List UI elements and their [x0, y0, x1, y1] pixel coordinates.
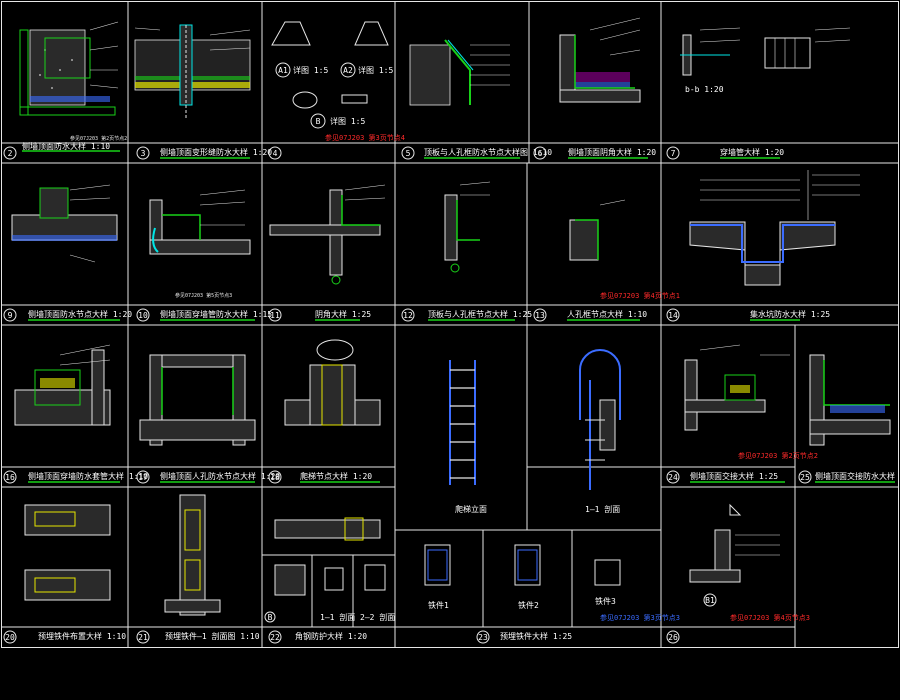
detail-4-reference: 参见07J203 第3页节点4	[325, 133, 405, 142]
detail-13[interactable]: 参见07J203 第4页节点1 13 人孔框节点大样 1:10	[533, 199, 680, 322]
detail-21[interactable]: 21 预埋铁件—1 剖面图 1:10	[136, 494, 260, 644]
detail-9-number: 9	[8, 311, 13, 320]
detail-22-number: 22	[270, 633, 280, 642]
detail-26-number: 26	[668, 633, 678, 642]
detail-18-number: 18	[270, 473, 280, 482]
detail-18[interactable]: 18 爬梯节点大样 1:20	[268, 339, 381, 484]
detail-4[interactable]: A1 详图 1:5 A2 详图 1:5 B 详图 1:5 参见07J203 第3…	[268, 21, 405, 160]
ladder-elevation-title: 爬梯立面	[455, 504, 487, 514]
detail-23[interactable]: 铁件1 铁件2 铁件3 参见07J203 第3页节点3 23 预埋铁件大样 1:…	[424, 544, 680, 644]
detail-9-title: 侧墙顶面防水节点大样 1:20	[28, 309, 132, 319]
detail-7-number: 7	[671, 149, 676, 158]
detail-11[interactable]: 11 阴角大样 1:25	[268, 184, 386, 322]
detail-4-number: 4	[273, 149, 278, 158]
detail-4-a2-scale: 详图 1:5	[358, 65, 393, 75]
detail-14-number: 14	[668, 311, 678, 320]
detail-25-number: 25	[800, 473, 810, 482]
detail-22-title: 角钢防护大样 1:20	[295, 631, 367, 641]
detail-7-title: 穿墙管大样 1:20	[720, 147, 784, 157]
detail-7[interactable]: b-b 1:20 7 穿墙管大样 1:20	[666, 27, 851, 160]
detail-13-reference: 参见07J203 第4页节点1	[600, 291, 680, 300]
ladder-elevation[interactable]: 爬梯立面	[449, 360, 487, 514]
detail-5-number: 5	[406, 149, 411, 158]
detail-10-reference: 参见07J203 第5页节点3	[175, 292, 232, 299]
detail-18-title: 爬梯节点大样 1:20	[300, 471, 372, 481]
detail-21-title: 预埋铁件—1 剖面图 1:10	[165, 631, 260, 641]
sheet-frame	[1, 1, 899, 648]
detail-4-a2: A2	[343, 66, 353, 75]
detail-20-title: 预埋铁件布置大样 1:10	[38, 631, 126, 641]
detail-25-title: 侧墙顶面交接防水大样 1:10	[815, 471, 900, 481]
detail-3-number: 3	[141, 149, 146, 158]
detail-7-section: b-b 1:20	[685, 85, 724, 94]
detail-22-section-2-2: 2—2 剖面	[360, 612, 395, 622]
detail-22-section-1-1: 1—1 剖面	[320, 612, 355, 622]
detail-14-title: 集水坑防水大样 1:25	[750, 309, 830, 319]
detail-9[interactable]: 9 侧墙顶面防水节点大样 1:20	[3, 184, 132, 322]
detail-23-part-1: 铁件1	[428, 600, 449, 610]
detail-24-number: 24	[668, 473, 678, 482]
detail-13-number: 13	[535, 311, 545, 320]
detail-23-number: 23	[478, 633, 488, 642]
detail-20-number: 20	[5, 633, 15, 642]
detail-16-title: 侧墙顶面穿墙防水套管大样 1:10	[28, 471, 148, 481]
drawing-viewport[interactable]: 2 侧墙顶面防水大样 1:10 参见07J203 第2页节点2 3 侧墙顶面变形…	[0, 0, 900, 650]
detail-4-b: B	[316, 117, 321, 126]
detail-14[interactable]: 14 集水坑防水大样 1:25	[666, 170, 860, 322]
detail-2[interactable]: 2 侧墙顶面防水大样 1:10 参见07J203 第2页节点2	[3, 21, 127, 160]
detail-2-reference: 参见07J203 第2页节点2	[70, 135, 127, 142]
detail-10[interactable]: 参见07J203 第5页节点3 10 侧墙顶面穿墙管防水大样 1:15	[136, 189, 272, 322]
detail-3[interactable]: 3 侧墙顶面变形缝防水大样 1:20	[134, 24, 272, 160]
detail-2-number: 2	[8, 149, 13, 158]
detail-16[interactable]: 16 侧墙顶面穿墙防水套管大样 1:10	[3, 344, 148, 484]
detail-12-title: 顶板与人孔框节点大样 1:25	[428, 309, 532, 319]
detail-6-number: 6	[538, 149, 543, 158]
detail-21-number: 21	[138, 633, 148, 642]
ladder-section[interactable]: 1—1 剖面	[579, 349, 621, 514]
detail-17-title: 侧墙顶面人孔防水节点大样 1:20	[160, 471, 280, 481]
detail-24[interactable]: 参见07J203 第2页节点2 24 侧墙顶面交接大样 1:25	[666, 344, 818, 484]
detail-20[interactable]: 20 预埋铁件布置大样 1:10	[3, 504, 126, 644]
cad-drawing-sheet[interactable]: 2 侧墙顶面防水大样 1:10 参见07J203 第2页节点2 3 侧墙顶面变形…	[0, 0, 900, 650]
detail-24-title: 侧墙顶面交接大样 1:25	[690, 471, 778, 481]
detail-16-number: 16	[5, 473, 15, 482]
detail-11-title: 阴角大样 1:25	[315, 309, 371, 319]
detail-23-part-3: 铁件3	[595, 596, 616, 606]
detail-3-title: 侧墙顶面变形缝防水大样 1:20	[160, 147, 272, 157]
detail-4-b-scale: 详图 1:5	[330, 116, 365, 126]
detail-26-b1: B1	[705, 596, 715, 605]
detail-5-title: 顶板与人孔框防水节点大样图 1:10	[424, 147, 552, 157]
detail-26-reference: 参见07J203 第4页节点3	[730, 613, 810, 622]
ladder-section-title: 1—1 剖面	[585, 504, 620, 514]
detail-22-b: B	[268, 613, 273, 622]
detail-2-title: 侧墙顶面防水大样 1:10	[22, 141, 110, 151]
detail-22[interactable]: B 1—1 剖面 2—2 剖面 22 角钢防护大样 1:20	[264, 517, 395, 644]
detail-12[interactable]: 12 顶板与人孔框节点大样 1:25	[401, 181, 532, 322]
detail-23-reference: 参见07J203 第3页节点3	[600, 613, 680, 622]
detail-4-a1: A1	[278, 66, 288, 75]
detail-25[interactable]: 25 侧墙顶面交接防水大样 1:10	[798, 354, 900, 484]
detail-23-part-2: 铁件2	[518, 600, 539, 610]
detail-12-number: 12	[403, 311, 413, 320]
detail-10-title: 侧墙顶面穿墙管防水大样 1:15	[160, 309, 272, 319]
detail-6[interactable]: 6 侧墙顶面阴角大样 1:20	[533, 17, 656, 160]
detail-24-reference: 参见07J203 第2页节点2	[738, 451, 818, 460]
detail-4-a1-scale: 详图 1:5	[293, 65, 328, 75]
empty-lower-area	[0, 650, 900, 700]
detail-23-title: 预埋铁件大样 1:25	[500, 631, 572, 641]
detail-17[interactable]: 17 侧墙顶面人孔防水节点大样 1:20	[136, 354, 280, 484]
detail-17-number: 17	[138, 473, 148, 482]
detail-13-title: 人孔框节点大样 1:10	[567, 309, 647, 319]
detail-10-number: 10	[138, 311, 148, 320]
detail-26[interactable]: B1 参见07J203 第4页节点3 26	[666, 503, 810, 644]
detail-5[interactable]: 5 顶板与人孔框防水节点大样图 1:10	[401, 39, 552, 160]
detail-6-title: 侧墙顶面阴角大样 1:20	[568, 147, 656, 157]
detail-11-number: 11	[270, 311, 280, 320]
